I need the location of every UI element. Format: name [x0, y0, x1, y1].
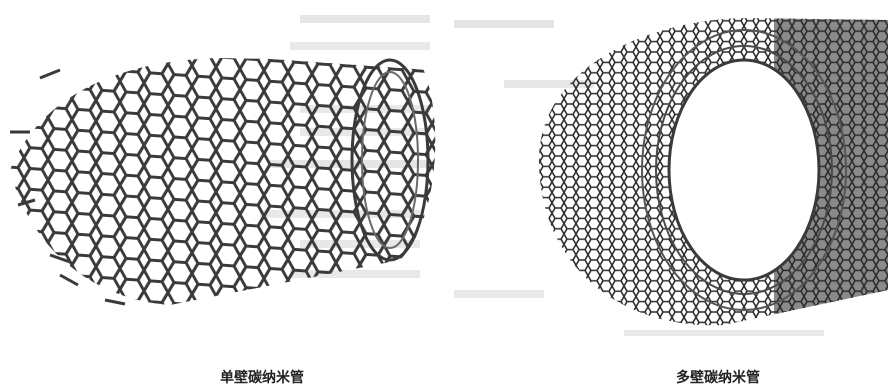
multi-walled-nanotube-illustration [444, 0, 888, 340]
single-walled-nanotube-illustration [0, 0, 444, 340]
nanotube-body [0, 40, 444, 340]
caption-multi-walled: 多壁碳纳米管 [676, 367, 760, 387]
multi-walled-nanotube-panel [444, 0, 888, 340]
caption-single-walled: 单壁碳纳米管 [220, 367, 304, 387]
single-walled-nanotube-panel [0, 0, 444, 340]
